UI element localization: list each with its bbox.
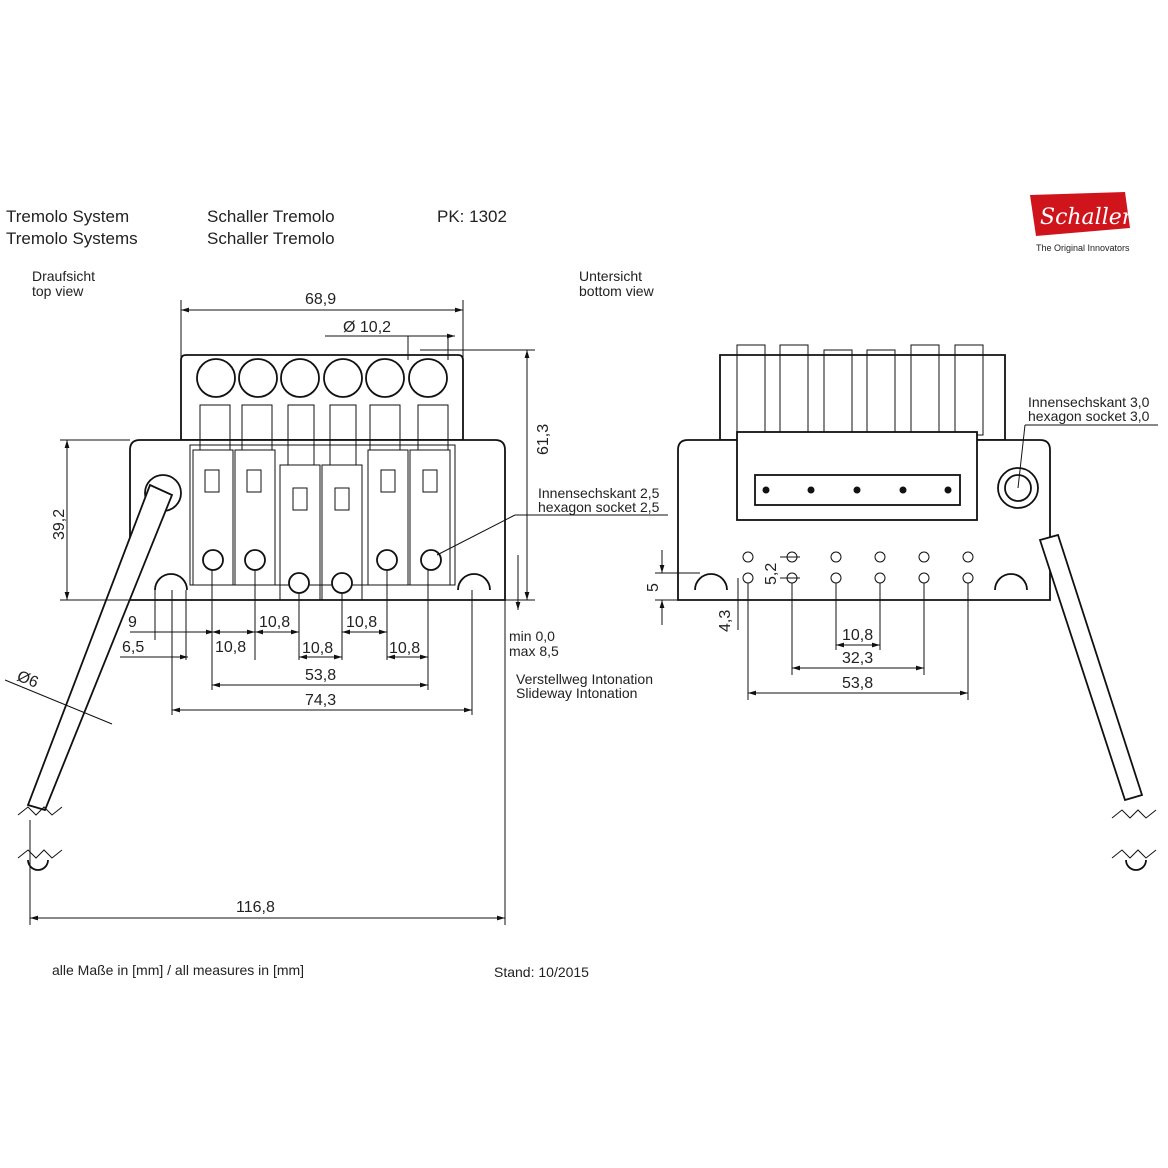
title-de: Tremolo System bbox=[6, 207, 129, 226]
top-view-drawing bbox=[17, 354, 506, 871]
bottom-hex-label-de: Innensechskant 3,0 bbox=[1028, 394, 1150, 410]
dim-bottom-spacing: 10,8 bbox=[842, 627, 873, 644]
top-view-label-de: Draufsicht bbox=[32, 268, 95, 284]
dim-base-height: 39,2 bbox=[51, 509, 68, 540]
svg-text:Schaller: Schaller bbox=[1040, 205, 1134, 230]
slide-min: min 0,0 bbox=[509, 628, 555, 644]
revision-date: Stand: 10/2015 bbox=[494, 964, 589, 980]
dim-4-3: 4,3 bbox=[717, 610, 734, 632]
title-en: Tremolo Systems bbox=[6, 229, 138, 248]
slide-max: max 8,5 bbox=[509, 643, 559, 659]
slideway-label-en: Slideway Intonation bbox=[516, 685, 637, 701]
bottom-hex-label-en: hexagon socket 3,0 bbox=[1028, 408, 1150, 424]
bottom-view-dimensions: 5 5,2 4,3 10,8 32,3 53,8 Innensechskant … bbox=[645, 394, 1158, 700]
schaller-logo: Schaller The Original Innovators bbox=[1030, 192, 1134, 253]
product-de: Schaller Tremolo bbox=[207, 207, 335, 226]
slideway-label-de: Verstellweg Intonation bbox=[516, 671, 653, 687]
hex-label-en: hexagon socket 2,5 bbox=[538, 499, 660, 515]
bottom-view-label-en: bottom view bbox=[579, 283, 655, 299]
dim-spacing: 10,8 bbox=[346, 614, 377, 631]
units-note: alle Maße in [mm] / all measures in [mm] bbox=[52, 962, 304, 978]
product-en: Schaller Tremolo bbox=[207, 229, 335, 248]
dim-bottom-inner: 32,3 bbox=[842, 650, 873, 667]
top-view-dimensions: 68,9 Ø 10,2 61,3 39,2 9 6,5 10,8 10,8 10… bbox=[4, 291, 668, 925]
dim-bottom-span: 53,8 bbox=[842, 675, 873, 692]
dim-mount: 74,3 bbox=[305, 692, 336, 709]
dim-6-5: 6,5 bbox=[122, 639, 144, 656]
dim-width: 68,9 bbox=[305, 291, 336, 308]
dim-spacing: 10,8 bbox=[215, 639, 246, 656]
top-view-label-en: top view bbox=[32, 283, 84, 299]
dim-5: 5 bbox=[645, 583, 662, 592]
dim-roller-dia: Ø 10,2 bbox=[343, 319, 391, 336]
dim-arm-length: 116,8 bbox=[236, 899, 275, 916]
dim-5-2: 5,2 bbox=[763, 563, 780, 585]
dim-spacing: 10,8 bbox=[259, 614, 290, 631]
dim-arm-dia: Ø6 bbox=[15, 668, 41, 692]
bottom-view-label-de: Untersicht bbox=[579, 268, 642, 284]
dim-spacing: 10,8 bbox=[389, 640, 420, 657]
dim-height: 61,3 bbox=[535, 424, 552, 455]
dim-9: 9 bbox=[128, 614, 137, 631]
bottom-view-drawing bbox=[677, 344, 1157, 871]
dim-span: 53,8 bbox=[305, 667, 336, 684]
part-number: PK: 1302 bbox=[437, 207, 507, 226]
hex-label-de: Innensechskant 2,5 bbox=[538, 485, 660, 501]
dim-spacing: 10,8 bbox=[302, 640, 333, 657]
logo-tagline: The Original Innovators bbox=[1036, 243, 1130, 253]
